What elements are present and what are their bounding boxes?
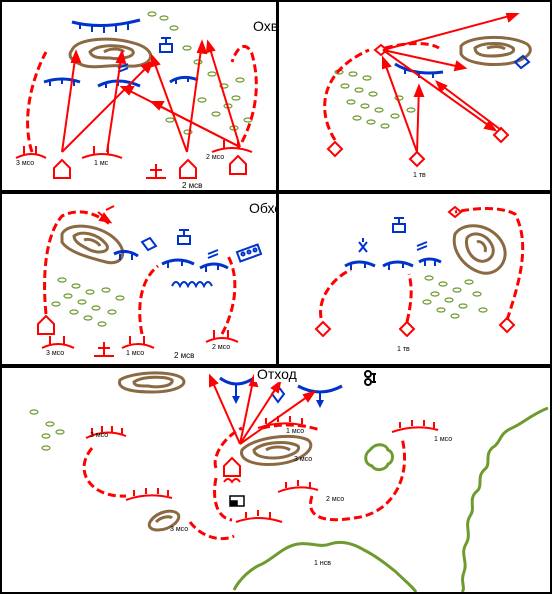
maneuver-routes	[319, 207, 525, 323]
panel-bypass-left: Обход 3 мсо 1 мсо 2 мсв 2 мсо	[2, 194, 276, 364]
panel-envelopment-right: 1 тв	[279, 2, 550, 190]
bypass-right-drawing	[314, 205, 525, 338]
unit-label: 1 мсо	[434, 436, 453, 443]
panel-title: Охват	[250, 18, 276, 34]
attack-arrows	[97, 205, 115, 224]
unit-label: 3 мсо	[170, 526, 189, 533]
grove-icon	[334, 69, 416, 129]
hill-icon	[60, 224, 125, 265]
attack-arrows	[61, 39, 241, 153]
unit-label: 2 мсо	[212, 344, 231, 351]
panel-bypass-right: 1 тв	[279, 194, 550, 364]
unit-label: 2 мсв	[174, 351, 195, 360]
grove-icon	[147, 11, 253, 135]
unit-label: 1 тв	[397, 346, 410, 353]
forest-edge	[232, 406, 549, 592]
maneuver-routes	[26, 45, 258, 153]
maneuver-routes	[323, 42, 440, 141]
hill-icon	[459, 35, 532, 66]
unit-label: 3 мсо	[46, 350, 65, 357]
unit-positions	[37, 314, 239, 357]
envelopment-left-drawing	[15, 11, 258, 179]
attack-arrows	[382, 13, 520, 153]
command-post-icon	[229, 495, 245, 507]
envelopment-right-drawing	[323, 13, 532, 168]
unit-label: 1 мсо	[286, 428, 305, 435]
tank-platoon-icon	[326, 43, 510, 168]
panel-title: Отход	[254, 368, 300, 382]
unit-label: 1 тв	[413, 172, 426, 179]
unit-label: 3 мсо	[90, 432, 109, 439]
unit-positions	[85, 416, 439, 523]
bypass-left-drawing	[37, 205, 263, 357]
tank-platoon-icon	[314, 205, 516, 338]
enemy-position-icon	[219, 376, 343, 408]
unit-positions	[15, 140, 253, 179]
grove-icon	[29, 409, 65, 451]
maneuver-routes	[82, 423, 407, 541]
tank-platoon-icon	[140, 229, 219, 259]
hill-icon	[118, 371, 313, 532]
enemy-position-icon	[113, 249, 229, 289]
enemy-position-icon	[344, 257, 442, 270]
maneuver-routes	[43, 210, 237, 335]
hill-icon	[68, 37, 153, 69]
panel-envelopment-left: Охват 3 мсо 1 мс 2 мсо 2 мсв	[2, 2, 276, 190]
unit-label: 2 мсо	[206, 154, 225, 161]
grove-icon	[51, 277, 125, 327]
unit-label: 1 нсв	[314, 560, 331, 567]
observation-post-icon	[235, 243, 263, 263]
tank-platoon-icon	[392, 217, 428, 251]
anti-tank-icon	[358, 238, 368, 253]
panel-withdrawal: Отход 3 мсо 1 мсо 3 мсо 1 мсо 2 мсо 3 мс…	[2, 368, 550, 592]
unit-label: 1 мсо	[126, 350, 145, 357]
anti-tank-icon	[364, 370, 376, 386]
panel-title: Обход	[246, 200, 276, 216]
withdrawal-drawing	[29, 370, 549, 592]
unit-label: 3 мсо	[16, 160, 35, 167]
hill-icon	[452, 224, 507, 275]
unit-label: 2 мсв	[182, 181, 203, 190]
grove-icon	[422, 275, 488, 319]
unit-label: 1 мс	[94, 160, 109, 167]
unit-label: 3 мсо	[294, 456, 313, 463]
unit-label: 2 мсо	[326, 496, 345, 503]
